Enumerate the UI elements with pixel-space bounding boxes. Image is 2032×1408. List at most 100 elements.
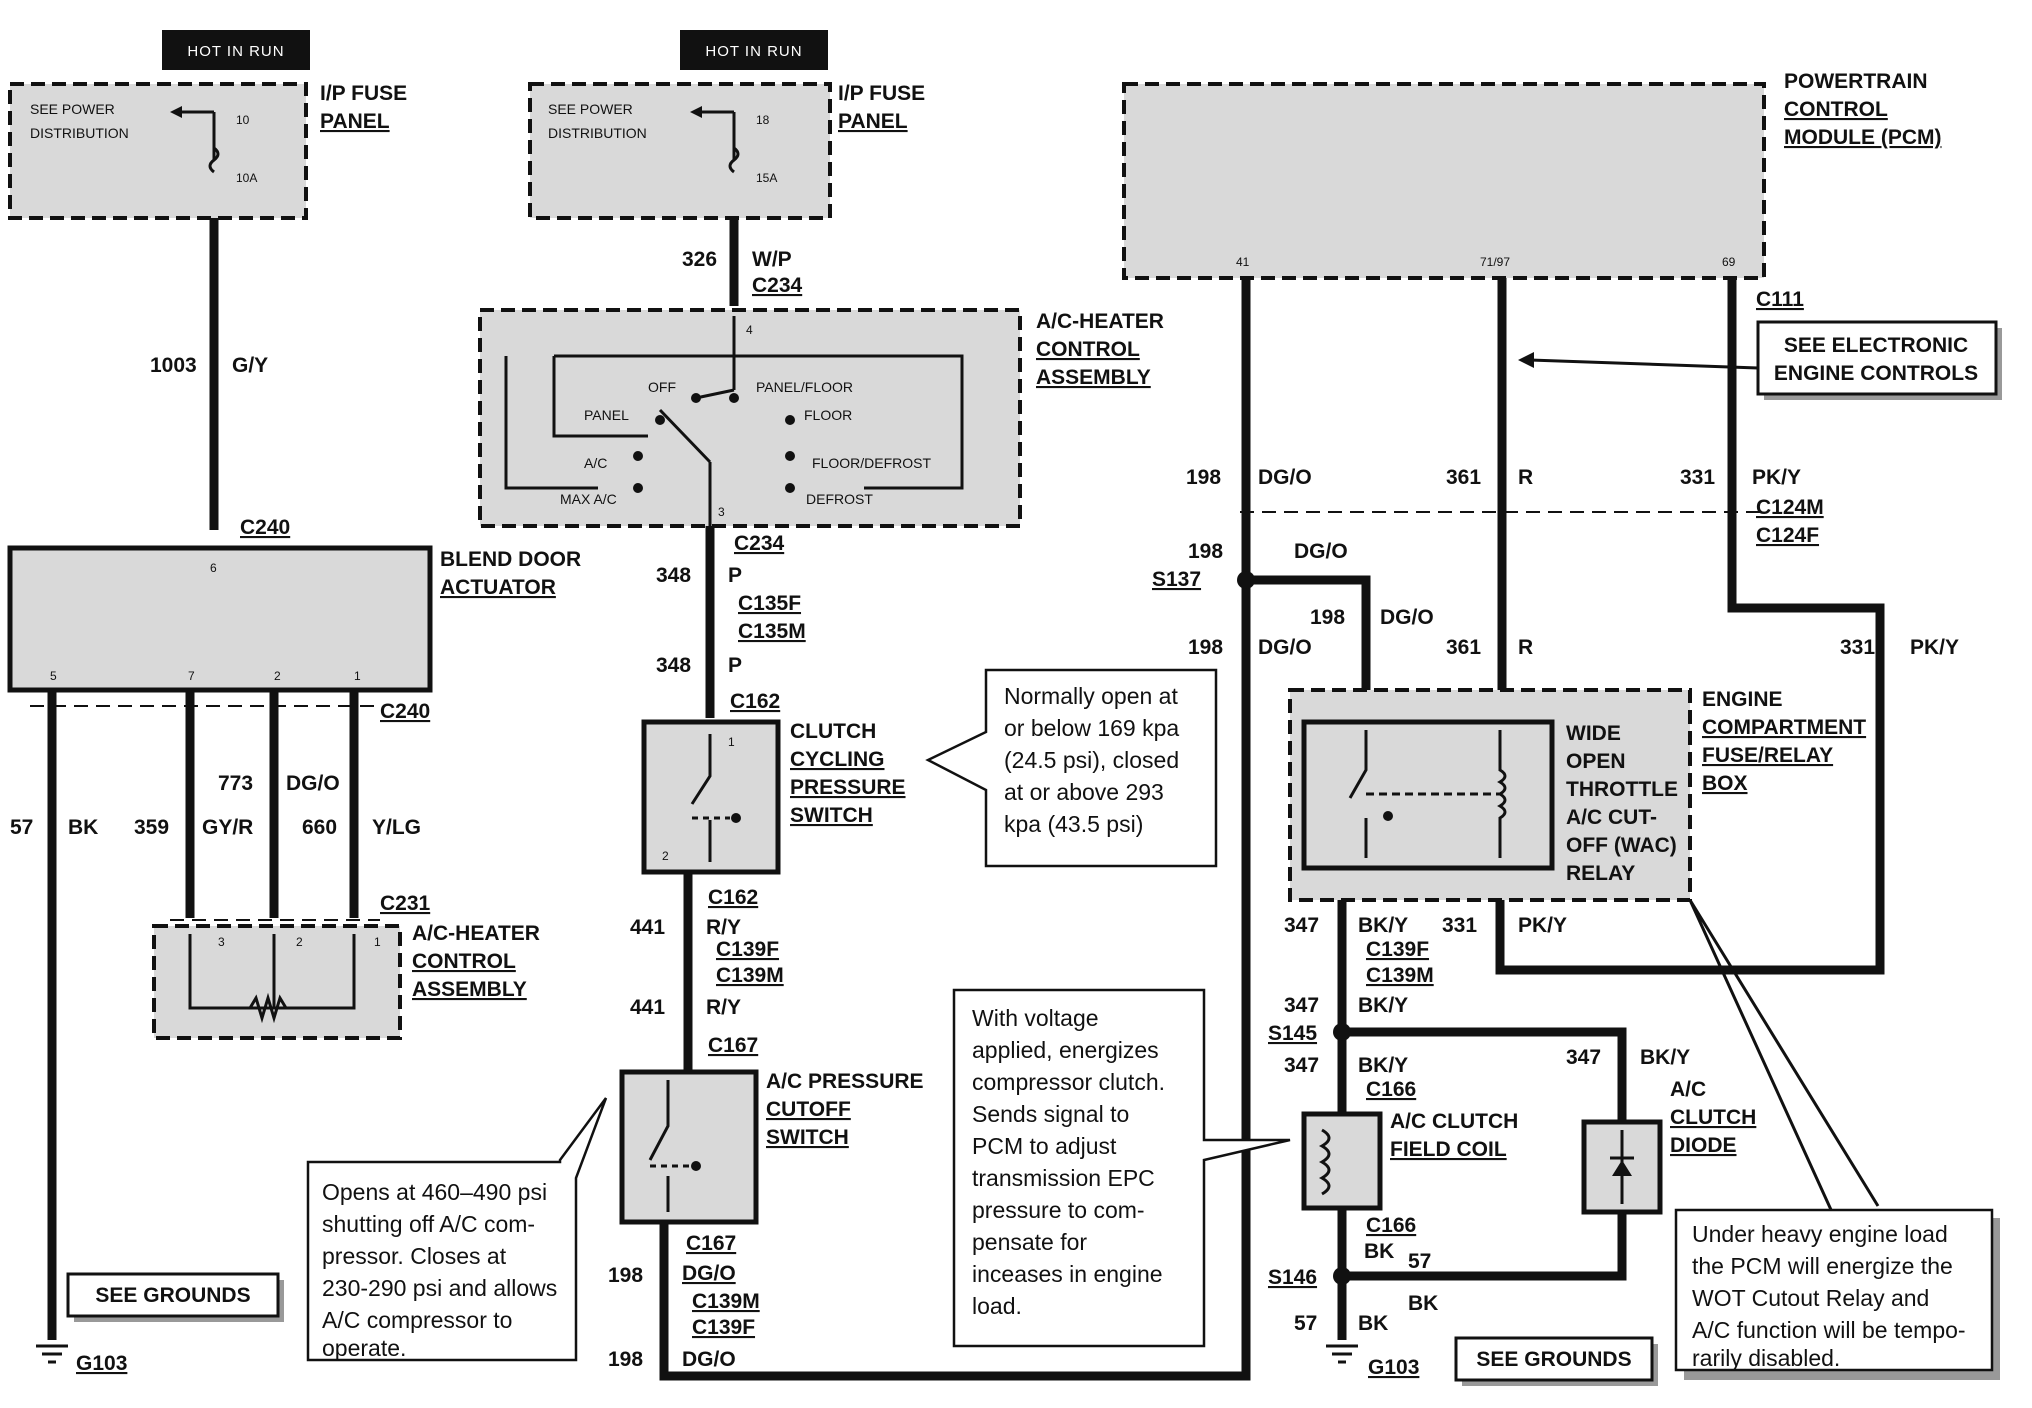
c234-top: C234: [752, 274, 803, 297]
wire-441a-color: R/Y: [706, 916, 741, 939]
ahc-upper-title1: A/C-HEATER: [1036, 310, 1164, 333]
fuse-mid-element-icon: [728, 146, 740, 174]
ahc-contact-defrost: [785, 483, 795, 493]
cutoff-switch-contact: [648, 1080, 670, 1212]
ac-pressure-cutoff-switch: [619, 1069, 759, 1225]
clutch-title4: SWITCH: [790, 804, 873, 827]
note-load-pointer: [1688, 899, 1880, 1213]
pcm-pin-41: 41: [1236, 255, 1250, 269]
ecfrb-title3: FUSE/RELAY: [1702, 744, 1833, 767]
clutch-title1: CLUTCH: [790, 720, 876, 743]
see-eec-pointer: [1529, 358, 1759, 370]
wac-l4: A/C CUT-: [1566, 806, 1657, 829]
ahc-contact-panel-floor: [729, 393, 739, 403]
wire-348b-num: 348: [656, 654, 691, 677]
note-clutch-l4: at or above 293: [1004, 779, 1164, 805]
note-cutoff-callout: [306, 1097, 608, 1362]
fuse-left-element-icon: [208, 146, 220, 174]
ip-fuse-panel-left: [8, 82, 308, 220]
wire-198s137-color: DG/O: [1294, 540, 1348, 563]
pcm-pin-69: 69: [1722, 255, 1736, 269]
wire-361b-color: R: [1518, 636, 1533, 659]
wire-773-color: DG/O: [286, 772, 340, 795]
blend-pin-5: 5: [50, 669, 57, 683]
ahc-upper-pin4: 4: [746, 323, 753, 337]
wire-331c-color: PK/Y: [1518, 914, 1567, 937]
wire-347-diode: [1342, 1027, 1627, 1122]
note-voltage-l6: transmission EPC: [972, 1165, 1155, 1191]
note-load-l1: Under heavy engine load: [1692, 1221, 1948, 1247]
fuse-left-amp: 10A: [236, 171, 257, 185]
wac-l5: OFF (WAC): [1566, 834, 1677, 857]
c139f-c: C139F: [1366, 938, 1429, 961]
see-eec-arrow-icon: [1518, 352, 1534, 368]
note-load-l2: the PCM will energize the: [1692, 1253, 1953, 1279]
note-cutoff-l5: A/C compressor to: [322, 1307, 512, 1333]
see-eec-l1: SEE ELECTRONIC: [1784, 334, 1968, 357]
ahc-panel: PANEL: [584, 407, 629, 423]
note-load-l5: rarily disabled.: [1692, 1345, 1840, 1371]
wire-57-diode: [1342, 1212, 1627, 1281]
ahc-lower-title2: CONTROL: [412, 950, 516, 973]
wire-331a-color: PK/Y: [1752, 466, 1801, 489]
ahc-upper-switch-arm: [658, 388, 735, 464]
blend-door-actuator: [7, 545, 433, 693]
wac-l2: OPEN: [1566, 750, 1626, 773]
wire-441b-color: R/Y: [706, 996, 741, 1019]
wire-57c-color: BK: [1358, 1312, 1388, 1335]
ahc-lower-pin1: 1: [374, 935, 381, 949]
s145: S145: [1268, 1022, 1317, 1045]
wire-198-relay: [1246, 575, 1371, 700]
note-cutoff-l6: operate.: [322, 1335, 406, 1361]
hot-in-run-badge-mid: [680, 30, 828, 70]
wac-relay: [1301, 719, 1555, 871]
ahc-max-ac: MAX A/C: [560, 491, 617, 507]
wire-441b-num: 441: [630, 996, 665, 1019]
clutch-pin2: 2: [662, 849, 669, 863]
fuse-left-trace: [178, 110, 216, 160]
ahc-contact-ac: [633, 451, 643, 461]
c124f: C124F: [1756, 524, 1819, 547]
wire-347d-color: BK/Y: [1358, 1054, 1408, 1077]
ahc-contact-floor: [785, 415, 795, 425]
wire-348a-color: P: [728, 564, 742, 587]
clutch-title3: PRESSURE: [790, 776, 906, 799]
ecfrb-title2: COMPARTMENT: [1702, 716, 1866, 739]
wire-347c-color: BK/Y: [1640, 1046, 1690, 1069]
wire-348b-color: P: [728, 654, 742, 677]
ahc-upper-title2: CONTROL: [1036, 338, 1140, 361]
wire-198c-num: 198: [608, 1264, 643, 1287]
blend-pin-2: 2: [274, 669, 281, 683]
ground-icon-right: [1326, 1344, 1358, 1364]
note-voltage-l10: load.: [972, 1293, 1022, 1319]
ahc-contact-floor-defrost: [785, 451, 795, 461]
blend-pin-top: 6: [210, 561, 217, 575]
note-voltage-l4: Sends signal to: [972, 1101, 1129, 1127]
wire-359-num: 359: [134, 816, 169, 839]
wire-198s137-num: 198: [1188, 540, 1223, 563]
note-load-callout: [1674, 1208, 1994, 1372]
ahc-ac: A/C: [584, 455, 607, 471]
see-grounds-right: SEE GROUNDS: [1476, 1348, 1631, 1371]
wire-198-loop: [659, 580, 1251, 1381]
ac-clutch-field-coil: [1301, 1111, 1383, 1211]
g103-left: G103: [76, 1352, 127, 1375]
pcm-title3: MODULE (PCM): [1784, 126, 1941, 149]
hot-in-run-mid: HOT IN RUN: [705, 43, 802, 60]
hot-in-run-badge-left: [162, 30, 310, 70]
ahc-contact-panel: [655, 415, 665, 425]
ahc-upper: [478, 308, 1022, 528]
clutch-switch-contact: [690, 734, 712, 862]
splice-s146: [1333, 1267, 1351, 1285]
ahc-contact-max-ac: [633, 483, 643, 493]
ahc-floor-defrost: FLOOR/DEFROST: [812, 455, 931, 471]
wire-660-color: Y/LG: [372, 816, 421, 839]
wire-198b-color: DG/O: [1258, 636, 1312, 659]
clutch-pin1: 1: [728, 735, 735, 749]
relay-coil-icon: [1497, 730, 1507, 858]
ahc-upper-title3: ASSEMBLY: [1036, 366, 1151, 389]
note-cutoff-l3: pressor. Closes at: [322, 1243, 507, 1269]
c124m: C124M: [1756, 496, 1824, 519]
diode-title2: CLUTCH: [1670, 1106, 1756, 1129]
note-clutch-callout: [925, 668, 1218, 868]
